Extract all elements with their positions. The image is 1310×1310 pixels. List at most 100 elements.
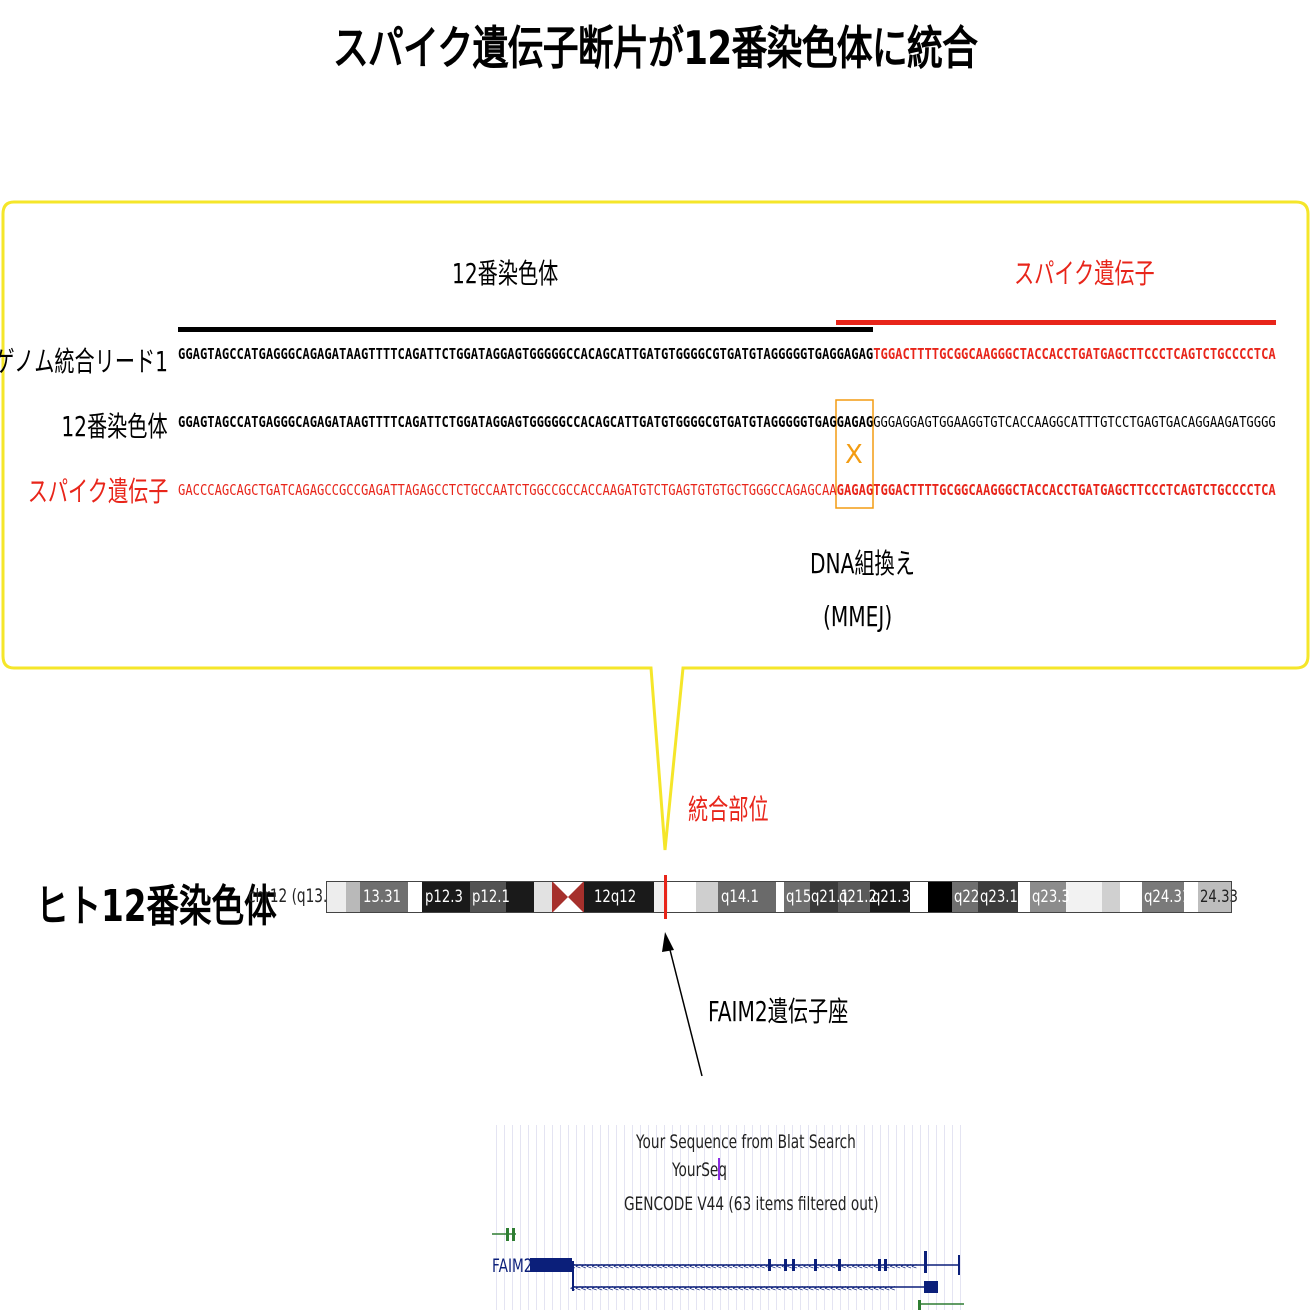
browser-grid-line	[584, 1125, 585, 1310]
browser-grid-line	[816, 1125, 817, 1310]
seq-chr12-left: GGAGTAGCCATGAGGGCAGAGATAAGTTTTCAGATTCTGG…	[178, 413, 837, 431]
seq-spike-junction: GAGAG	[836, 481, 874, 499]
faim2-arrow	[662, 932, 703, 1077]
browser-grid-line	[712, 1125, 713, 1310]
spike-header: スパイク遺伝子	[1014, 257, 1155, 290]
chromosome-title: ヒト12番染色体	[36, 881, 277, 932]
recombination-label: DNA組換え	[810, 547, 915, 580]
seq-chr12-junction: GAGAG	[836, 413, 874, 431]
band-block	[506, 881, 534, 913]
browser-grid-line	[856, 1125, 857, 1310]
chromosome-ideogram[interactable]: 13.31 p12.3 p12.1 12q12 q14.1 q15 q21.1 …	[326, 875, 1238, 919]
browser-grid-line	[656, 1125, 657, 1310]
browser-grid-line	[696, 1125, 697, 1310]
callout-outline	[1, 200, 1310, 851]
band-label: q22	[954, 887, 980, 907]
band-p12-1	[470, 881, 506, 913]
band-block	[776, 881, 784, 913]
band-label: q15	[786, 887, 812, 907]
callout-frame	[1, 200, 1310, 851]
browser-grid-line	[520, 1125, 521, 1310]
band-block	[1120, 881, 1142, 913]
band-label: 12q12	[594, 887, 637, 907]
browser-grid-line	[592, 1125, 593, 1310]
browser-grid-line	[904, 1125, 905, 1310]
blat-track-item: YourSeq	[672, 1159, 727, 1181]
band-p12-3	[422, 881, 470, 913]
browser-grid-line	[928, 1125, 929, 1310]
band-q24-31	[1142, 881, 1184, 913]
browser-grid-line	[752, 1125, 753, 1310]
seq-read1-spike-part: TGGACTTTTGCGGCAAGGGCTACCACCTGATGAGCTTCCC…	[873, 345, 1276, 363]
row-label-spike: スパイク遺伝子	[27, 475, 168, 508]
band-24-33	[1198, 881, 1232, 913]
browser-grid-line	[888, 1125, 889, 1310]
gene-label-faim2: FAIM2	[492, 1255, 533, 1277]
browser-grid-line	[528, 1125, 529, 1310]
browser-grid-line	[728, 1125, 729, 1310]
browser-grid-line	[648, 1125, 649, 1310]
crossover-mark: X	[845, 440, 863, 470]
browser-grid-line	[880, 1125, 881, 1310]
band-block	[696, 881, 718, 913]
browser-grid-line	[640, 1125, 641, 1310]
junction-box	[835, 399, 874, 509]
band-label: q23.3	[1032, 887, 1070, 907]
gene-model: <<<<<<<<<<<<<<<<<<<<<<<<<<<<<<<<<<<<<<<<…	[492, 1228, 964, 1310]
band-block	[1102, 881, 1120, 913]
band-block	[910, 881, 928, 913]
browser-grid-line	[600, 1125, 601, 1310]
browser-grid-line	[512, 1125, 513, 1310]
page-title: スパイク遺伝子断片が12番染色体に統合	[332, 21, 978, 75]
chr12-region-bar	[178, 327, 873, 332]
browser-grid-line	[552, 1125, 553, 1310]
band-label: q21.1	[811, 887, 849, 907]
svg-text:<<<<<<<<<<<<<<<<<<<<<<<<<<<<<<: <<<<<<<<<<<<<<<<<<<<<<<<<<<<<<<<<<<<<<<<…	[570, 1262, 917, 1272]
band-q14-1	[718, 881, 776, 913]
row-label-read1: ゲノム統合リード1	[0, 345, 168, 378]
spike-region-bar	[836, 320, 1276, 325]
blat-hit-mark	[718, 1158, 720, 1180]
integration-site-label: 統合部位	[688, 793, 769, 826]
band-q22	[952, 881, 978, 913]
band-label: q21.31	[872, 887, 919, 907]
gencode-track-title: GENCODE V44 (63 items filtered out)	[624, 1193, 879, 1215]
browser-grid-line	[912, 1125, 913, 1310]
sequence-chr12: GGAGTAGCCATGAGGGCAGAGATAAGTTTTCAGATTCTGG…	[178, 413, 1276, 431]
browser-grid-line	[840, 1125, 841, 1310]
svg-text:<<<<<<<<<<<<<<<<<<<<<<<<<<<<<<: <<<<<<<<<<<<<<<<<<<<<<<<<<<<<<<<<<<<<<<<…	[570, 1284, 896, 1294]
browser-grid-line	[544, 1125, 545, 1310]
centromere	[552, 881, 584, 913]
browser-grid-line	[760, 1125, 761, 1310]
browser-grid-line	[944, 1125, 945, 1310]
band-block	[346, 881, 360, 913]
browser-grid-line	[784, 1125, 785, 1310]
band-q21-2	[838, 881, 870, 913]
browser-grid-line	[744, 1125, 745, 1310]
seq-spike-right: TGGACTTTTGCGGCAAGGGCTACCACCTGATGAGCTTCCC…	[873, 481, 1276, 499]
browser-grid-line	[688, 1125, 689, 1310]
browser-grid-line	[680, 1125, 681, 1310]
seq-spike-left: GACCCAGCAGCTGATCAGAGCCGCCGAGATTAGAGCCTCT…	[178, 481, 837, 499]
band-block	[534, 881, 552, 913]
band-block	[1018, 881, 1030, 913]
ideogram-outline	[326, 881, 1232, 913]
browser-grid-line	[496, 1125, 497, 1310]
browser-grid-line	[576, 1125, 577, 1310]
browser-grid-line	[800, 1125, 801, 1310]
sequence-spike: GACCCAGCAGCTGATCAGAGCCGCCGAGATTAGAGCCTCT…	[178, 481, 1276, 499]
seq-read1-chr-part: GGAGTAGCCATGAGGGCAGAGATAAGTTTTCAGATTCTGG…	[178, 345, 874, 363]
band-q15	[784, 881, 810, 913]
band-q21-1	[810, 881, 838, 913]
band-block	[408, 881, 422, 913]
band-q23-1	[978, 881, 1018, 913]
browser-grid-line	[936, 1125, 937, 1310]
browser-grid-line	[736, 1125, 737, 1310]
browser-grid-line	[704, 1125, 705, 1310]
chromosome-position-label: chr12 (q13.12)	[248, 885, 351, 907]
integration-marker	[664, 875, 667, 919]
faim2-locus-label: FAIM2遺伝子座	[708, 995, 849, 1028]
browser-grid-line	[792, 1125, 793, 1310]
seq-chr12-right: GGGAGGAGTGGAAGGTGTCACCAAGGCATTTGTCCTGAGT…	[873, 413, 1276, 431]
browser-grid-line	[536, 1125, 537, 1310]
